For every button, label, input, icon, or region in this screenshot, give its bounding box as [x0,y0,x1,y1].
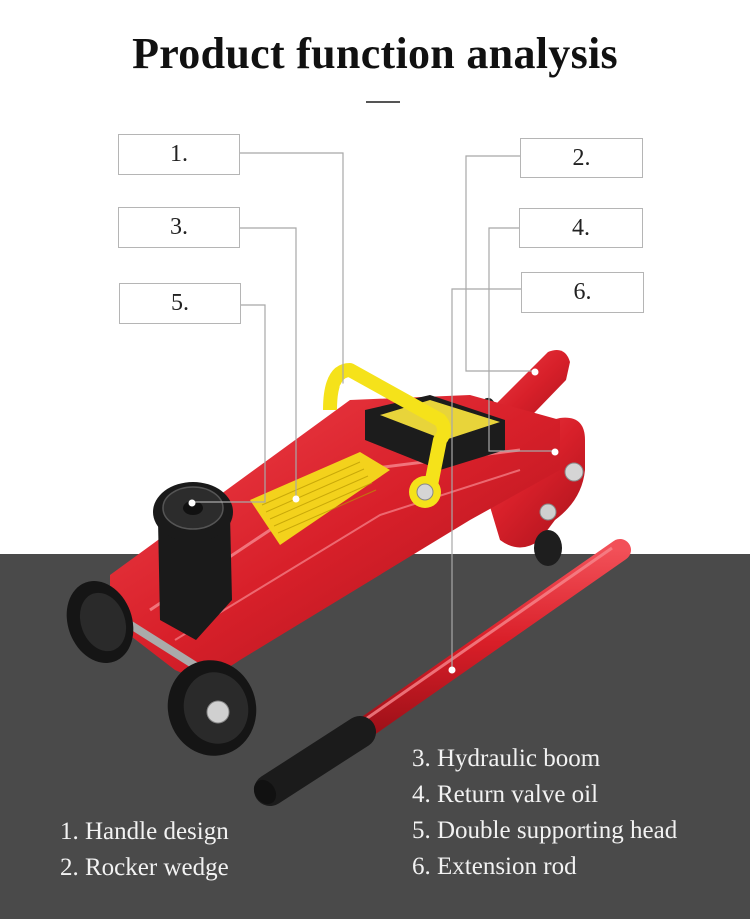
callout-box-1: 1. [118,134,240,175]
leader-line-5 [192,304,266,503]
callout-box-5: 5. [119,283,241,324]
callout-box-3: 3. [118,207,240,248]
extension-rod [253,539,631,806]
leader-line-6 [451,288,521,669]
callout-box-6: 6. [521,272,644,313]
legend-item-handle-design: 1. Handle design [60,818,229,845]
legend-left: 1. Handle design 2. Rocker wedge [60,814,229,886]
leader-line-4 [488,227,555,452]
callout-label: 4. [572,214,590,241]
legend-item-extension-rod: 6. Extension rod [412,853,577,880]
callout-label: 3. [170,214,188,240]
page-title: Product function analysis [132,29,618,78]
jack-saddle-head [153,482,233,640]
leader-line-1 [240,152,344,386]
rod-rubber-grip [254,716,376,806]
callout-label: 1. [170,141,188,167]
legend-item-return-valve-oil: 4. Return valve oil [412,781,599,808]
title-divider [366,101,400,103]
legend-item-hydraulic-boom: 3. Hydraulic boom [412,745,601,772]
callout-label: 2. [572,144,591,171]
legend-item-double-supporting-head: 5. Double supporting head [412,817,678,844]
leader-line-2 [465,155,535,372]
callout-label: 5. [171,290,189,316]
callout-box-2: 2. [520,138,643,178]
jack-front-wheel-left [66,581,134,663]
jack-yellow-handle [323,363,451,508]
leader-dots [188,368,559,674]
callout-box-4: 4. [519,208,643,248]
jack-front-wheel-right [167,660,257,756]
leader-lines [192,152,555,669]
legend-item-rocker-wedge: 2. Rocker wedge [60,854,229,881]
legend-right: 3. Hydraulic boom 4. Return valve oil 5.… [412,741,677,885]
leader-line-3 [240,227,297,498]
callout-label: 6. [573,279,592,305]
